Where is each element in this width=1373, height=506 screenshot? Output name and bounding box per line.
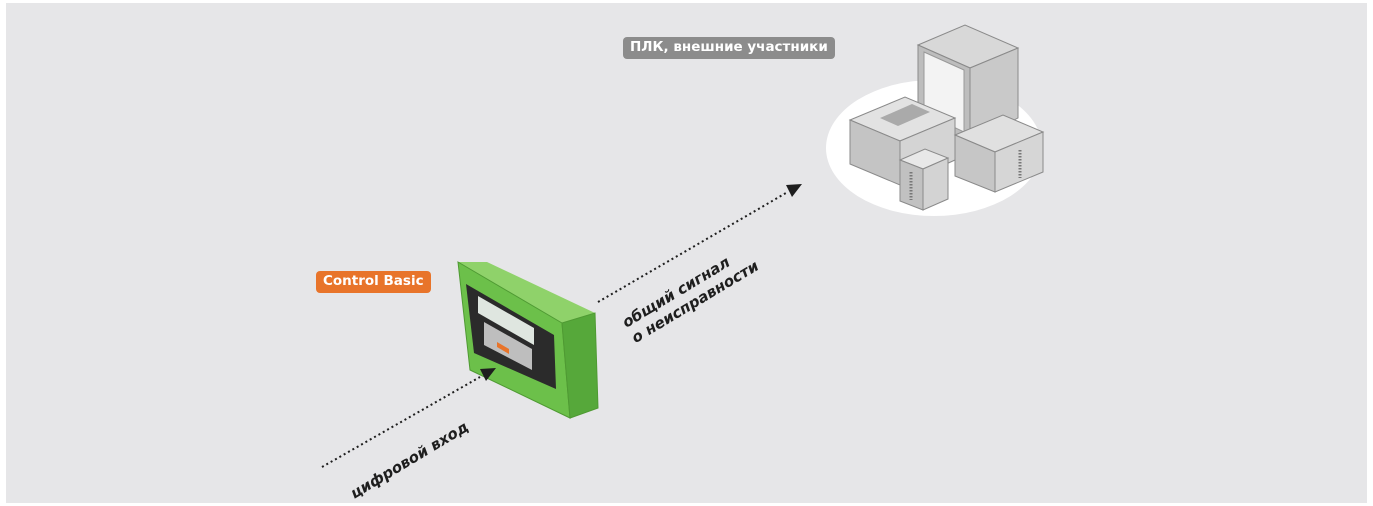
arrow-fault-signal [597,184,802,303]
arrow-digital-input [321,368,496,468]
plc-computer-icon [826,24,1045,216]
plc-label: ПЛК, внешние участники [623,37,835,59]
diagram-background [6,3,1367,503]
device-label: Control Basic [316,271,431,293]
control-unit-icon [457,261,599,419]
